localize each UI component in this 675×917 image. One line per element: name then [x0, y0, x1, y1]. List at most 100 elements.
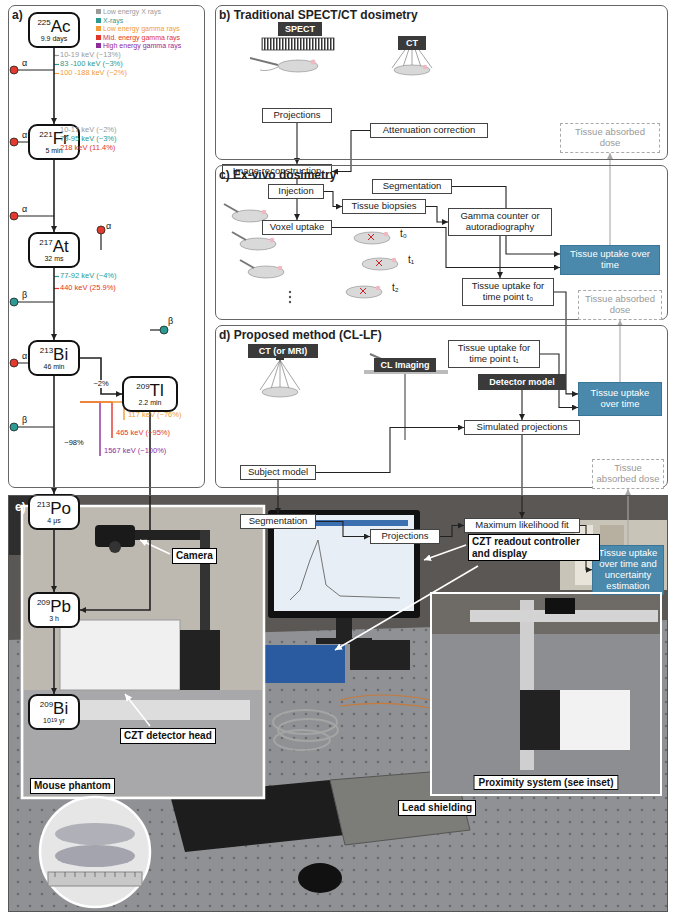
time-label: t₁ — [408, 254, 414, 266]
panel-heading: a) — [12, 8, 23, 22]
half-life-text: 3 h — [49, 615, 59, 622]
photo-label: CZT readout controller and display — [468, 534, 600, 561]
half-life: 1019yr — [43, 717, 65, 725]
legend-swatch — [96, 26, 101, 31]
legend-row: Mid. energy gamma rays — [96, 34, 180, 41]
box-text: Tissue absorbed dose — [582, 294, 658, 316]
modality-tag: CL Imaging — [374, 358, 436, 372]
connector — [609, 153, 610, 245]
connector — [53, 530, 55, 592]
element-symbol: Pb — [50, 598, 71, 615]
box-text: Tissue absorbed dose — [596, 463, 660, 485]
connector — [53, 48, 55, 124]
energy-label: 218 keV (11.4%) — [60, 144, 115, 153]
connector — [619, 320, 620, 382]
box-text: Segmentation — [249, 516, 308, 527]
inset-label: Proximity system (see inset) — [473, 775, 618, 790]
legend-text: High energy gamma rays — [103, 42, 181, 49]
isotope-row: 213Bi — [40, 346, 68, 363]
legend-row: X-rays — [96, 17, 123, 24]
time-label: t₀ — [400, 228, 407, 240]
process-box: Maximum likelihood fit — [464, 518, 580, 533]
box-text: Attenuation correction — [383, 125, 475, 136]
process-box: Subject model — [240, 465, 316, 480]
box-text: Tissue uptake over time — [582, 388, 658, 410]
beta-symbol: β — [22, 290, 27, 300]
energy-label: 440 keV (25.9%) — [60, 284, 116, 293]
element-symbol: Bi — [53, 346, 68, 363]
half-life-text: 5 min — [45, 147, 62, 154]
panel-heading: b) Traditional SPECT/CT dosimetry — [219, 8, 418, 22]
photo-label: Lead shielding — [398, 800, 476, 816]
box-text: Voxel uptake — [270, 222, 324, 233]
box-text: Tissue uptake over time — [564, 249, 656, 271]
element-symbol: Ac — [51, 18, 71, 35]
legend-swatch — [96, 9, 101, 14]
beta-symbol: β — [22, 415, 27, 425]
panel-heading: e) — [15, 500, 26, 514]
connector — [80, 412, 150, 610]
energy-label: 117 keV (~76%) — [128, 411, 181, 420]
result-box: Tissue uptake over time — [578, 382, 662, 416]
mass-number: 209 — [136, 383, 149, 391]
process-box: Tissue biopsies — [342, 199, 426, 214]
box-text: Injection — [278, 186, 313, 197]
process-box: Projections — [370, 529, 440, 544]
connector — [316, 428, 464, 473]
connector — [324, 192, 342, 207]
connector — [53, 160, 55, 232]
process-box: Segmentation — [240, 514, 316, 529]
result-box: Tissue uptake over time — [560, 245, 660, 275]
box-text: Subject model — [248, 467, 308, 478]
mass-number: 209 — [40, 701, 53, 709]
box-text: Tissue uptake for time point t₀ — [466, 281, 550, 303]
alpha-symbol: α — [106, 221, 111, 231]
photo-label: CZT detector head — [120, 728, 216, 744]
process-box: Projections — [262, 108, 332, 123]
isotope-box: 213Bi46 min — [28, 340, 80, 376]
box-text: CL Imaging — [381, 360, 430, 370]
panel-frame: c) Ex-vivo dosimetryInjectionTissue biop… — [215, 165, 668, 320]
process-box: Tissue uptake for time point t₀ — [462, 278, 554, 306]
isotope-row: 209Tl — [136, 382, 164, 399]
connector — [426, 207, 448, 223]
connector — [80, 358, 122, 394]
alpha-symbol: α — [22, 130, 27, 140]
connector — [296, 123, 297, 164]
box-text: CT (or MRI) — [259, 346, 308, 356]
box-text: Projections — [382, 531, 429, 542]
isotope-row: 213Po — [37, 500, 71, 517]
connector — [53, 628, 55, 694]
output-box: Tissue absorbed dose — [578, 290, 662, 320]
mass-number: 213 — [37, 501, 50, 509]
connector — [499, 236, 500, 278]
modality-tag: CT — [398, 36, 426, 50]
mass-number: 221 — [39, 131, 52, 139]
connector — [316, 522, 370, 537]
element-symbol: Bi — [53, 700, 68, 717]
isotope-box: 217At32 ms — [28, 232, 80, 268]
alpha-symbol: α — [22, 351, 27, 361]
half-life: 2.2 min — [139, 399, 162, 407]
legend-text: Low energy gamma rays — [103, 25, 180, 32]
inset-frame: Proximity system (see inset) — [430, 592, 662, 796]
half-life: 32 ms — [44, 255, 63, 263]
energy-label: 465 keV (~95%) — [116, 429, 170, 438]
output-box: Tissue absorbed dose — [560, 123, 660, 153]
legend-swatch — [96, 43, 101, 48]
result-box: Tissue uptake over time and uncertainty … — [592, 545, 664, 595]
connector — [53, 376, 55, 494]
process-box: Voxel uptake — [262, 220, 332, 235]
energy-label: 10-19 keV (~13%) — [60, 51, 121, 60]
modality-tag: CT (or MRI) — [248, 344, 318, 358]
time-label: t₂ — [392, 282, 399, 294]
box-text: Simulated projections — [477, 422, 568, 433]
element-symbol: Po — [50, 500, 71, 517]
process-box: Attenuation correction — [370, 123, 488, 138]
legend-text: Mid. energy gamma rays — [103, 34, 180, 41]
half-life-text: 10 — [43, 717, 51, 724]
legend-row: Low energy gamma rays — [96, 25, 180, 32]
half-life-text: 4 μs — [47, 517, 60, 524]
half-life-text: 9.9 days — [41, 35, 67, 42]
process-box: Tissue uptake for time point t₁ — [448, 340, 540, 368]
